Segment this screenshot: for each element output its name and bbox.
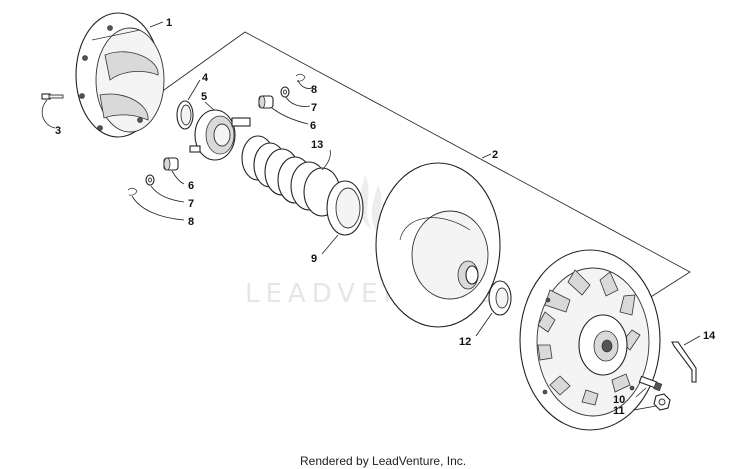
callout-12: 12 (459, 336, 471, 348)
callout-3: 3 (55, 125, 61, 137)
callout-14: 14 (703, 330, 716, 342)
part-snap-ring (176, 100, 194, 130)
callout-7b: 7 (188, 198, 194, 210)
part-movable-sheave (519, 249, 661, 431)
callout-8a: 8 (311, 84, 317, 96)
part-spring (241, 135, 341, 217)
leader-8b (131, 195, 185, 221)
callout-6b: 6 (188, 180, 194, 192)
part-hex-key (671, 341, 697, 383)
part-washer-large (488, 280, 512, 316)
leader-11 (633, 405, 657, 411)
leader-9 (321, 234, 339, 255)
callout-13: 13 (311, 139, 323, 151)
leader-6b (171, 170, 185, 185)
part-nut (653, 393, 671, 411)
leader-12 (475, 312, 493, 337)
part-sheave (375, 162, 501, 328)
leader-5 (204, 101, 215, 111)
footer-credit: Rendered by LeadVenture, Inc. (300, 454, 466, 468)
part-washer-upper (280, 86, 290, 98)
assembly-bracket (149, 31, 691, 301)
callout-5: 5 (201, 91, 207, 103)
part-clip-lower (127, 187, 138, 196)
part-seal-ring (326, 180, 364, 236)
callout-8b: 8 (188, 216, 194, 228)
leader-6a (271, 107, 309, 125)
part-bolt (638, 375, 663, 392)
leader-2 (481, 153, 492, 159)
part-washer-lower (145, 174, 155, 186)
part-screw (41, 93, 64, 100)
callout-10: 10 (613, 394, 625, 406)
leader-1 (149, 21, 164, 28)
leader-14 (683, 335, 701, 346)
part-roller-lower (163, 157, 179, 171)
part-spider-cover (75, 12, 165, 138)
leader-4 (187, 79, 201, 101)
leader-13 (321, 149, 331, 171)
callout-11: 11 (613, 405, 625, 417)
callout-2: 2 (492, 149, 498, 161)
callout-1: 1 (166, 17, 172, 29)
part-roller-upper (258, 95, 274, 109)
leader-7a (285, 96, 311, 107)
callout-4: 4 (202, 72, 209, 84)
leader-7b (150, 185, 185, 203)
part-cam-housing (189, 109, 251, 161)
leader-8a (297, 79, 313, 89)
leader-3 (41, 99, 56, 129)
part-clip-upper (295, 73, 306, 82)
callout-6a: 6 (310, 120, 316, 132)
callout-7a: 7 (311, 102, 317, 114)
leader-10 (635, 387, 647, 398)
callout-9: 9 (311, 253, 317, 265)
